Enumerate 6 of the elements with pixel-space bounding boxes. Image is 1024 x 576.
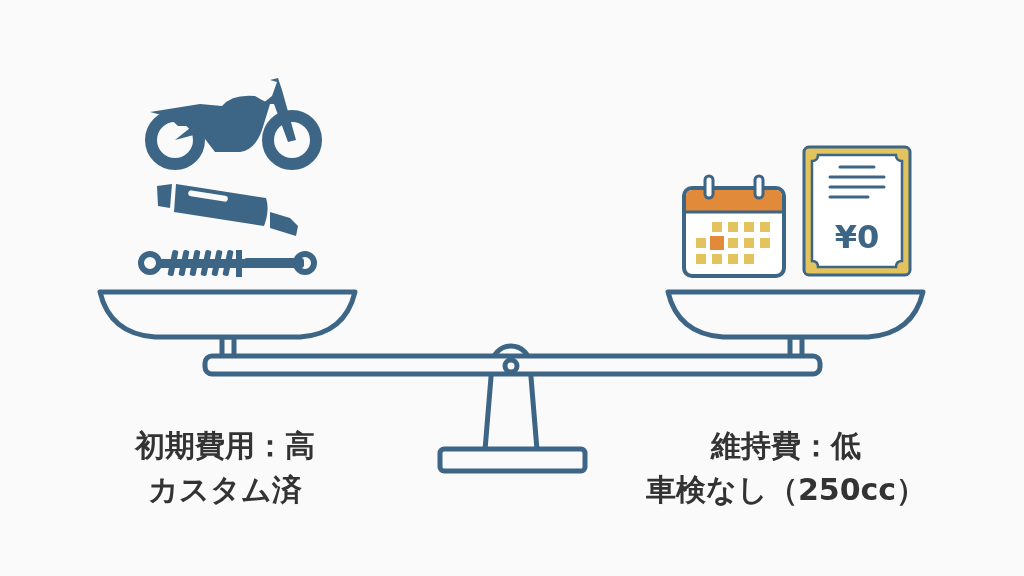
price-text: ¥0 (833, 219, 881, 255)
certificate-card (802, 145, 912, 277)
caption-text: 車検なし（250cc） (645, 472, 927, 508)
caption-text: カスタム済 (148, 472, 302, 508)
caption-text: 維持費：低 (711, 428, 861, 464)
caption-text: 初期費用：高 (135, 428, 315, 464)
